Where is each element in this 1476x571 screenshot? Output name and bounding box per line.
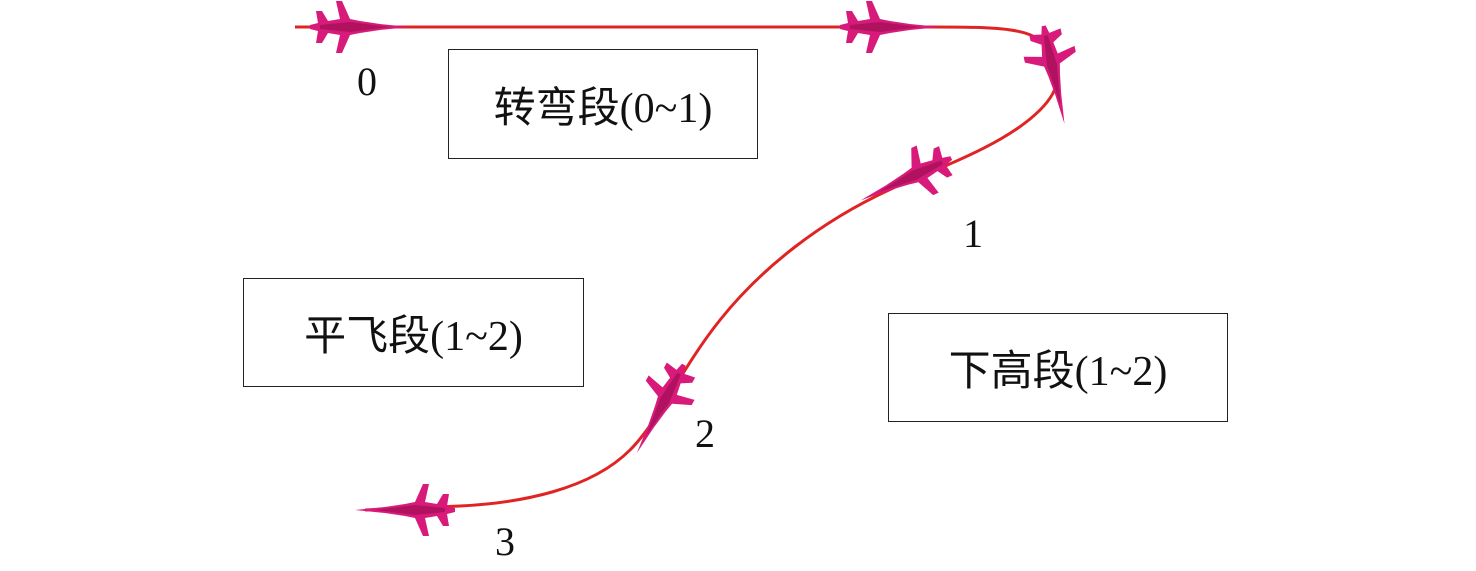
waypoint-label-3: 3 xyxy=(495,519,515,564)
segment-text: 转弯段(0~1) xyxy=(493,85,713,132)
jet-icon-3 xyxy=(355,484,455,536)
jet-icon-turn xyxy=(1018,20,1090,130)
waypoint-label-2: 2 xyxy=(695,411,715,456)
jet-icon-2 xyxy=(613,352,707,466)
segment-label-turn: 转弯段(0~1) xyxy=(448,49,758,159)
segment-text: 下高段(1~2) xyxy=(948,349,1168,395)
segment-label-level: 平飞段(1~2) xyxy=(243,278,584,387)
jet-icon-1 xyxy=(849,134,963,224)
waypoint-label-1: 1 xyxy=(963,211,983,256)
jet-icon-mid xyxy=(840,1,940,53)
waypoint-label-0: 0 xyxy=(357,59,377,104)
jet-icon-0 xyxy=(310,1,410,53)
segment-label-descent: 下高段(1~2) xyxy=(888,313,1228,422)
segment-text: 平飞段(1~2) xyxy=(304,314,523,360)
